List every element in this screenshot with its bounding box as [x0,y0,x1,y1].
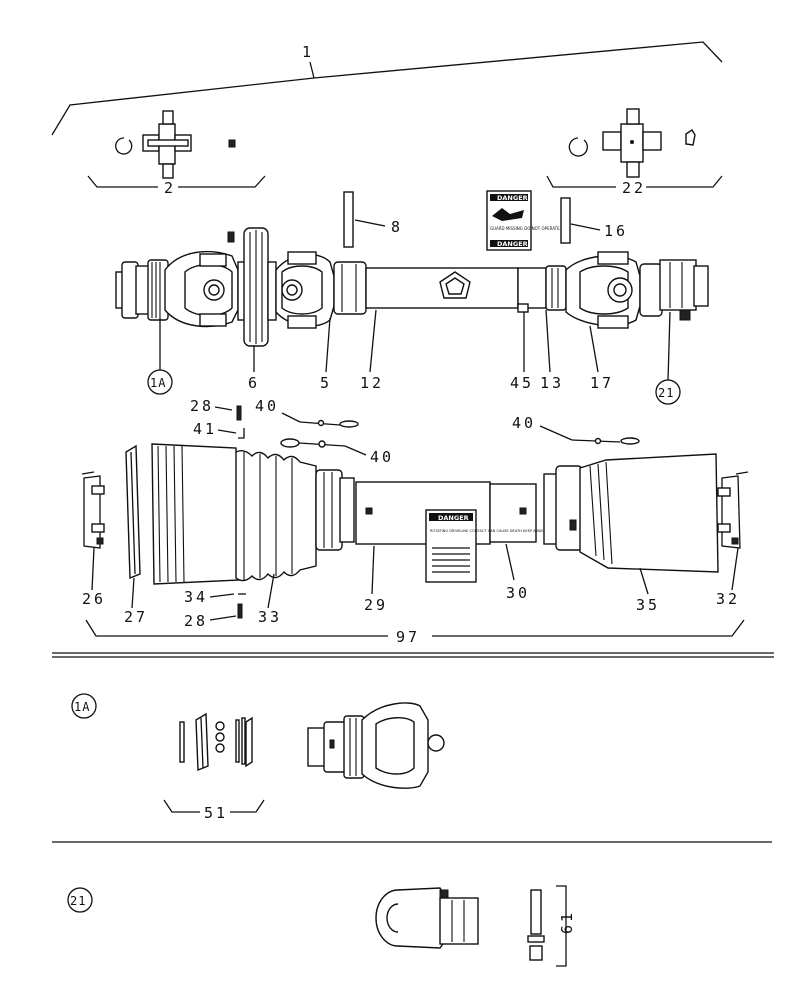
detail-1A: 1A 51 [71,693,445,822]
splined-yoke-detail [307,702,445,789]
callout-61: 61 [558,910,576,934]
callout-28-top: 28 [190,397,214,415]
decal-upper-foot: DANGER [497,240,528,248]
callout-32: 32 [716,590,740,608]
callout-51: 51 [204,804,228,822]
safety-chain-c [571,437,640,445]
detail-label-1A: 1A [74,700,90,714]
bolt-and-nut-61 [527,889,545,961]
decal-strip-16: 16 [560,197,628,244]
callout-13: 13 [540,374,564,392]
callout-28-bottom: 28 [184,612,208,630]
decal-lower-head: DANGER [438,514,469,522]
bellows-guard [235,449,355,582]
decal-lower-body: ROTATING DRIVELINE CONTACT CAN CAUSE DEA… [430,529,545,533]
callout-12: 12 [360,374,384,392]
detail-21: 21 61 [67,885,576,967]
assembly-bracket-1: 1 [51,41,723,136]
callout-40-mid: 40 [370,448,394,466]
callout-21: 21 [658,386,674,400]
cross-kit-left [115,110,236,179]
callout-22: 22 [622,179,646,197]
retainer-clip-right [717,471,749,549]
callout-33: 33 [258,608,282,626]
callout-34: 34 [184,588,208,606]
callout-30: 30 [506,584,530,602]
callout-41: 41 [193,420,217,438]
callout-35: 35 [636,596,660,614]
callout-5: 5 [320,374,332,392]
safety-chain-a [299,419,359,428]
danger-decal-lower: DANGER ROTATING DRIVELINE CONTACT CAN CA… [425,509,545,583]
decal-strip-8: 8 [343,191,403,248]
callout-26: 26 [82,590,106,608]
bracket-22: 22 [546,175,723,197]
cross-kit-right [568,108,696,178]
callout-2: 2 [164,179,176,197]
callout-27: 27 [124,608,148,626]
decal-upper-head: DANGER [497,194,528,202]
callout-17: 17 [590,374,614,392]
callout-40-right: 40 [512,414,536,432]
end-yoke-detail [375,887,479,949]
callout-1A: 1A [150,376,166,390]
callout-45: 45 [510,374,534,392]
safety-chain-b [280,438,346,448]
small-parts: 28 40 41 40 40 [190,397,640,466]
retainer-clip-left [81,471,105,549]
callout-40-top: 40 [255,397,279,415]
danger-decal-upper: DANGER GUARD MISSING DO NOT OPERATE DANG… [486,190,560,251]
outer-bell-guard [151,443,241,585]
funnel-guard-right [543,453,719,573]
guard-plate [125,444,141,580]
bracket-2: 2 [87,175,266,197]
callout-1: 1 [302,43,314,61]
main-callouts: 1A 6 5 12 45 13 17 21 [147,309,681,405]
guard-row: 26 27 33 34 [81,443,749,646]
callout-8: 8 [391,218,403,236]
decal-upper-mid: GUARD MISSING DO NOT OPERATE [490,226,560,231]
callout-6: 6 [248,374,260,392]
detail-label-21: 21 [70,894,86,908]
callout-29: 29 [364,596,388,614]
callout-16: 16 [604,222,628,240]
main-driveline [115,227,709,347]
callout-97: 97 [396,628,420,646]
